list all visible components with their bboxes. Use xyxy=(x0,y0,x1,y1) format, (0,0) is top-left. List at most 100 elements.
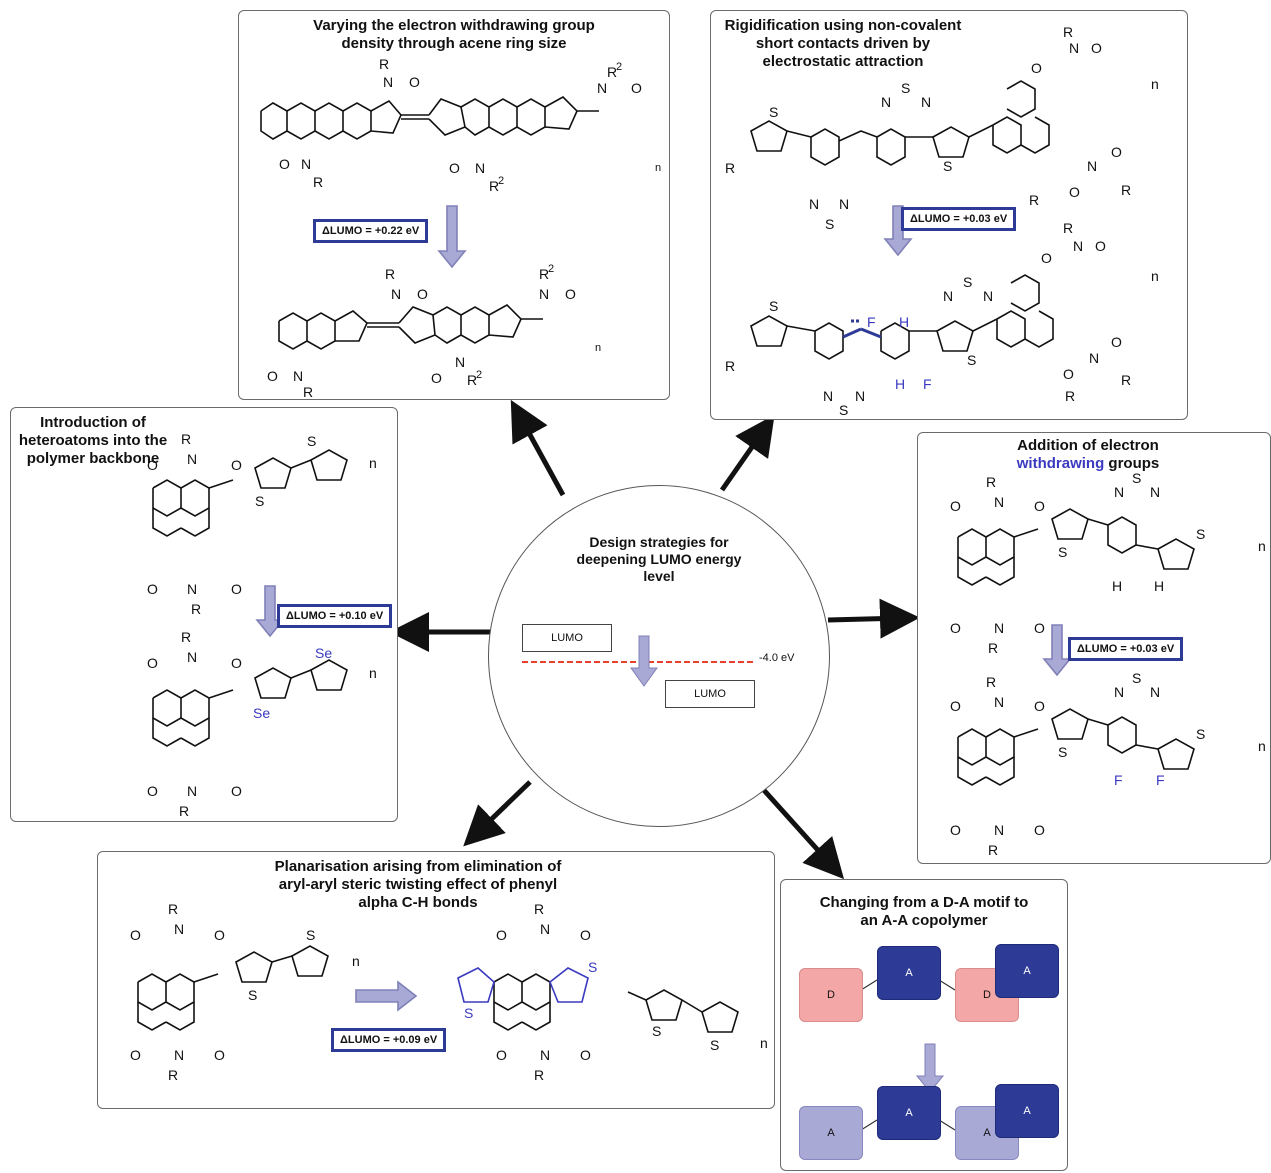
superscript-2: 2 xyxy=(616,61,622,73)
atom-o: O xyxy=(231,581,242,597)
repeat-n: n xyxy=(369,665,377,681)
panel-rigid-title: Rigidification using non-covalent short … xyxy=(724,17,962,70)
lumo-upper-box: LUMO xyxy=(522,624,612,652)
repeat-n: n xyxy=(1258,538,1266,554)
atom-o: O xyxy=(950,822,961,838)
atom-o: O xyxy=(580,1047,591,1063)
atom-o: O xyxy=(1091,40,1102,56)
atom-r: R xyxy=(168,901,178,917)
panel-hetero-delta: ΔLUMO = +0.10 eV xyxy=(277,604,393,628)
panel-motif: Changing from a D-A motif to an A-A copo… xyxy=(780,879,1068,1171)
atom-n: N xyxy=(1114,484,1124,500)
atom-o: O xyxy=(130,927,141,943)
superscript-2: 2 xyxy=(498,175,504,187)
atom-r: R xyxy=(1065,388,1075,404)
atom-f: F xyxy=(923,376,932,392)
atom-o: O xyxy=(1034,620,1045,636)
atom-n: N xyxy=(1114,684,1124,700)
atom-o: O xyxy=(1034,822,1045,838)
atom-n: N xyxy=(994,620,1004,636)
atom-r: R xyxy=(191,601,201,617)
arrow-to-motif xyxy=(760,786,845,880)
atom-n: N xyxy=(187,649,197,665)
atom-o: O xyxy=(279,156,290,172)
atom-n: N xyxy=(994,694,1004,710)
atom-s: S xyxy=(652,1023,661,1039)
atom-s: S xyxy=(1058,544,1067,560)
atom-n: N xyxy=(540,921,550,937)
arrow-to-ewg xyxy=(827,598,920,639)
atom-o: O xyxy=(147,783,158,799)
ewg-structures: R N O O S N S N H H S n O N O R R N O O … xyxy=(950,470,1266,858)
atom-r: R xyxy=(988,640,998,656)
atom-se: Se xyxy=(315,645,332,661)
atom-r: R xyxy=(1063,220,1073,236)
motif-top-block-2: A xyxy=(877,946,941,1000)
atom-r2: R xyxy=(467,372,477,388)
motif-bottom-block-1: A xyxy=(799,1106,863,1160)
atom-n: N xyxy=(293,368,303,384)
atom-n: N xyxy=(475,160,485,176)
atom-o: O xyxy=(1034,698,1045,714)
atom-s: S xyxy=(839,402,848,418)
atom-n: N xyxy=(455,354,465,370)
atom-o: O xyxy=(147,655,158,671)
repeat-n: n xyxy=(655,162,661,174)
atom-n: N xyxy=(994,494,1004,510)
ewg-title-part2: groups xyxy=(1108,455,1160,472)
rigid-structures: S R N S N N S N S R R N O O n O N O R S … xyxy=(725,24,1159,418)
atom-o: O xyxy=(631,80,642,96)
atom-r: R xyxy=(179,803,189,819)
atom-n: N xyxy=(983,288,993,304)
atom-s: S xyxy=(825,216,834,232)
atom-o: O xyxy=(417,286,428,302)
atom-o: O xyxy=(431,370,442,386)
atom-n: N xyxy=(187,783,197,799)
atom-o: O xyxy=(1111,334,1122,350)
atom-n: N xyxy=(809,196,819,212)
atom-n: N xyxy=(1073,238,1083,254)
atom-o: O xyxy=(214,927,225,943)
threshold-label: -4.0 eV xyxy=(759,652,795,664)
atom-s: S xyxy=(1058,744,1067,760)
acene-structures: N R O O N R O N R 2 R 2 N O n R N O R 2 … xyxy=(260,56,661,400)
atom-o: O xyxy=(1034,498,1045,514)
atom-r: R xyxy=(986,674,996,690)
superscript-2: 2 xyxy=(548,263,554,275)
atom-r: R xyxy=(313,174,323,190)
planar-structures: R N O O S S n O N O R R N O O S S S S n … xyxy=(130,901,768,1083)
repeat-n: n xyxy=(352,953,360,969)
atom-n: N xyxy=(1087,158,1097,174)
atom-r: R xyxy=(1121,372,1131,388)
atom-s: S xyxy=(1132,470,1141,486)
atom-o: O xyxy=(449,160,460,176)
atom-se: Se xyxy=(253,705,270,721)
atom-r: R xyxy=(385,266,395,282)
repeat-n: n xyxy=(1258,738,1266,754)
atom-r: R xyxy=(1121,182,1131,198)
lumo-lower-box: LUMO xyxy=(665,680,755,708)
atom-r: R xyxy=(725,358,735,374)
motif-bottom-block-4: A xyxy=(995,1084,1059,1138)
repeat-n: n xyxy=(760,1035,768,1051)
atom-o: O xyxy=(1041,250,1052,266)
atom-h: H xyxy=(895,376,905,392)
atom-n: N xyxy=(597,80,607,96)
atom-o: O xyxy=(214,1047,225,1063)
atom-o: O xyxy=(130,1047,141,1063)
atom-n: N xyxy=(540,1047,550,1063)
atom-r: R xyxy=(986,474,996,490)
atom-r: R xyxy=(168,1067,178,1083)
panel-hetero: Introduction of heteroatoms into the pol… xyxy=(10,407,398,822)
panel-planar-title: Planarisation arising from elimination o… xyxy=(274,858,562,911)
panel-planar-delta: ΔLUMO = +0.09 eV xyxy=(331,1028,447,1052)
atom-n: N xyxy=(921,94,931,110)
panel-acene-title: Varying the electron withdrawing group d… xyxy=(313,17,595,52)
panel-hetero-title: Introduction of heteroatoms into the pol… xyxy=(18,414,168,467)
panel-acene: Varying the electron withdrawing group d… xyxy=(238,10,670,400)
atom-o: O xyxy=(1069,184,1080,200)
panel-motif-title: Changing from a D-A motif to an A-A copo… xyxy=(819,894,1029,929)
atom-n: N xyxy=(839,196,849,212)
panel-rigid-delta: ΔLUMO = +0.03 eV xyxy=(901,207,1017,231)
